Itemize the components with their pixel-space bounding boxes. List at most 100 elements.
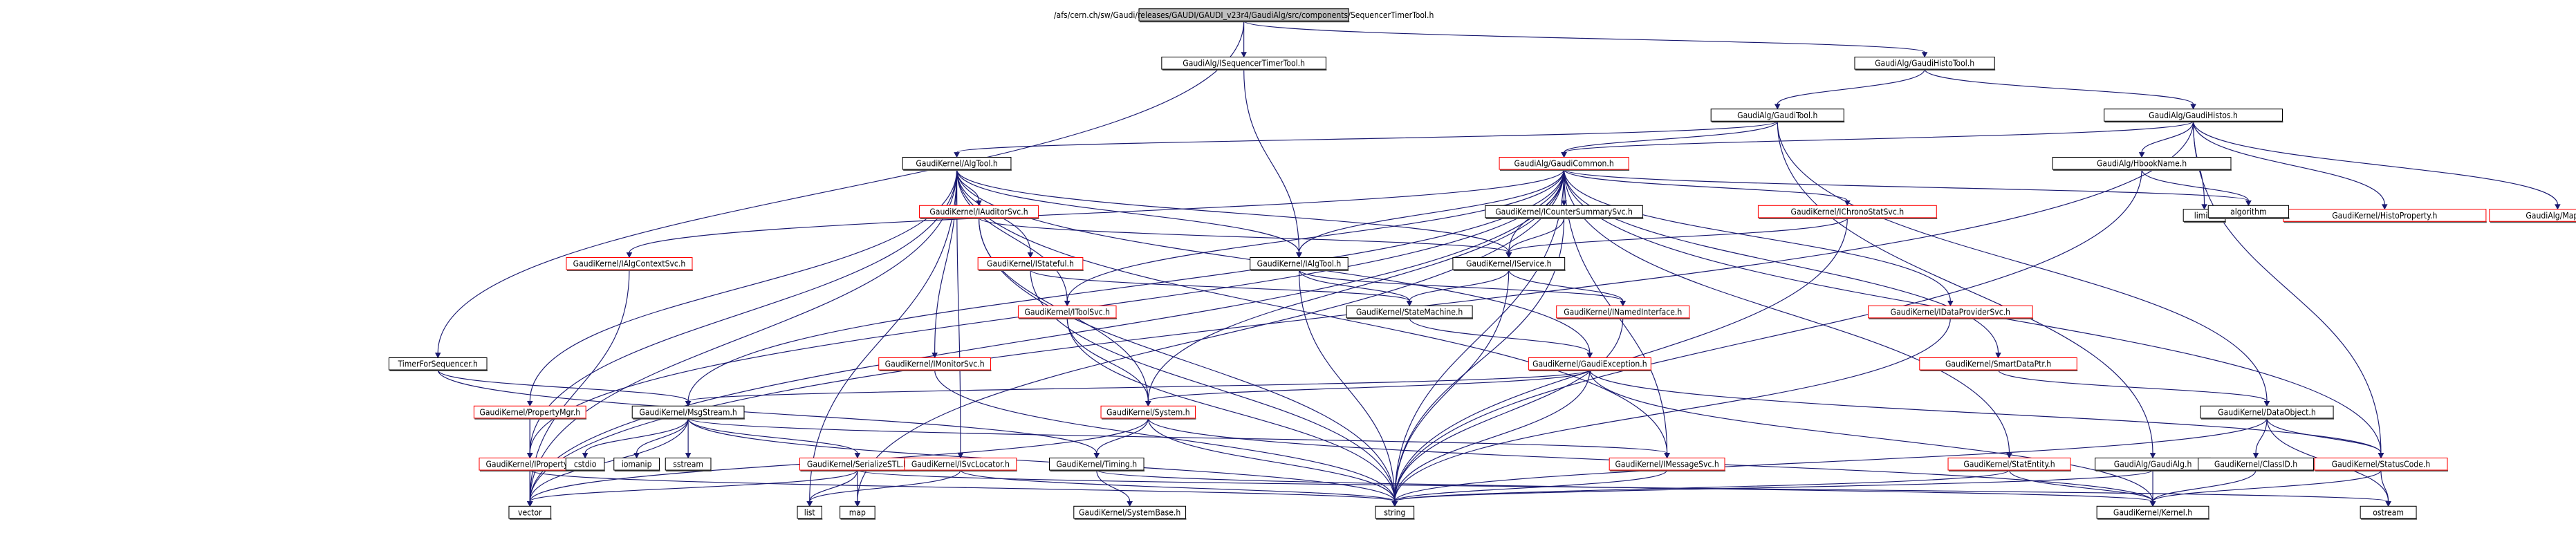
node-IChronoStatSvc[interactable]: GaudiKernel/IChronoStatSvc.h (1757, 205, 1938, 219)
arrowhead-icon (1620, 300, 1627, 307)
node-INamedInterface[interactable]: GaudiKernel/INamedInterface.h (1556, 305, 1690, 319)
node-IAlgContextSvc[interactable]: GaudiKernel/IAlgContextSvc.h (566, 256, 693, 272)
node-IToolSvc[interactable]: GaudiKernel/IToolSvc.h (1017, 305, 1117, 319)
node-Timing[interactable]: GaudiKernel/Timing.h (1049, 457, 1145, 471)
edge-IService-to-INamedInterface (1508, 269, 1624, 301)
node-label: GaudiKernel/AlgTool.h (916, 159, 997, 169)
node-ClassID[interactable]: GaudiKernel/ClassID.h (2198, 457, 2315, 471)
arrowhead-icon (1664, 453, 1670, 459)
edge-ISvcLocator-to-string (960, 469, 1396, 502)
edge-ICounterSummarySvc-to-IService (1508, 217, 1565, 253)
node-IStateful[interactable]: GaudiKernel/IStateful.h (977, 256, 1084, 272)
node-label: GaudiKernel/IChronoStatSvc.h (1791, 207, 1905, 217)
arrowhead-icon (1093, 453, 1100, 459)
edge-AlgTool-to-IMonitorSvc (934, 169, 958, 353)
node-DataObject[interactable]: GaudiKernel/DataObject.h (2200, 405, 2334, 420)
node-GaudiAlg[interactable]: GaudiAlg/GaudiAlg.h (2095, 457, 2212, 471)
node-cstdio[interactable]: cstdio (565, 457, 605, 471)
node-box (1161, 56, 1326, 70)
node-label: list (804, 508, 816, 518)
arrowhead-icon (1774, 104, 1781, 110)
node-SerializeSTL[interactable]: GaudiKernel/SerializeSTL.h (799, 457, 916, 471)
node-iomanip[interactable]: iomanip (613, 457, 660, 471)
node-sstream[interactable]: sstream (665, 457, 712, 471)
node-MsgStream[interactable]: GaudiKernel/MsgStream.h (631, 405, 745, 420)
node-box (1346, 305, 1473, 319)
edge-IAuditorSvc-to-IService (978, 217, 1510, 254)
node-box (1757, 205, 1937, 218)
node-HistoProperty[interactable]: GaudiKernel/HistoProperty.h (2283, 209, 2487, 223)
node-GaudiHistoTool[interactable]: GaudiAlg/GaudiHistoTool.h (1854, 56, 1996, 71)
node-PropertyMgr[interactable]: GaudiKernel/PropertyMgr.h (473, 405, 587, 420)
edge-GaudiCommon-to-IDataProviderSvc (1564, 169, 1951, 301)
node-Maps[interactable]: GaudiAlg/Maps.h (2489, 209, 2576, 223)
arrowhead-icon (2263, 400, 2270, 407)
edge-DataObject-to-StatusCode (2266, 418, 2382, 454)
node-IDataProviderSvc[interactable]: GaudiKernel/IDataProviderSvc.h (1868, 305, 2034, 319)
node-IProperty[interactable]: GaudiKernel/IProperty.h (479, 457, 582, 471)
node-IService[interactable]: GaudiKernel/IService.h (1452, 256, 1566, 272)
node-map[interactable]: map (840, 505, 876, 520)
node-StatusCode[interactable]: GaudiKernel/StatusCode.h (2314, 457, 2448, 471)
node-algorithm[interactable]: algorithm (2207, 205, 2290, 219)
node-GaudiTool[interactable]: GaudiAlg/GaudiTool.h (1710, 109, 1845, 123)
node-string[interactable]: string (1375, 505, 1415, 520)
node-GaudiException[interactable]: GaudiKernel/GaudiException.h (1528, 357, 1652, 371)
node-label: GaudiKernel/GaudiException.h (1532, 359, 1647, 369)
node-SmartDataPtr[interactable]: GaudiKernel/SmartDataPtr.h (1919, 357, 2078, 371)
node-box (1854, 56, 1995, 70)
arrowhead-icon (1391, 501, 1398, 507)
node-label: GaudiAlg/ISequencerTimerTool.h (1183, 59, 1305, 68)
node-box (797, 505, 822, 519)
node-Kernel[interactable]: GaudiKernel/Kernel.h (2096, 505, 2209, 520)
node-ISvcLocator[interactable]: GaudiKernel/ISvcLocator.h (904, 457, 1017, 471)
edge-IChronoStatSvc-to-IService (1508, 217, 1848, 254)
node-SystemBase[interactable]: GaudiKernel/SystemBase.h (1073, 505, 1187, 520)
edge-TimerForSequencer-to-Timing (437, 369, 1097, 454)
edge-IAlgTool-to-StateMachine (1298, 269, 1410, 301)
node-label: GaudiKernel/INamedInterface.h (1564, 308, 1682, 317)
node-vector[interactable]: vector (508, 505, 552, 520)
node-System[interactable]: GaudiKernel/System.h (1100, 405, 1196, 420)
node-label: GaudiKernel/ISvcLocator.h (911, 460, 1010, 469)
arrowhead-icon (526, 400, 533, 407)
edge-MsgStream-to-IMessageSvc (687, 418, 1668, 454)
node-IAlgTool[interactable]: GaudiKernel/IAlgTool.h (1250, 256, 1349, 272)
node-box (919, 205, 1039, 218)
arrowhead-icon (1586, 353, 1593, 359)
edge-GaudiTool-to-AlgTool (956, 120, 1778, 153)
node-label: cstdio (574, 460, 597, 469)
node-AlgTool[interactable]: GaudiKernel/AlgTool.h (902, 156, 1012, 171)
node-list[interactable]: list (797, 505, 823, 520)
arrowhead-icon (1844, 200, 1851, 207)
node-HbookName[interactable]: GaudiAlg/HbookName.h (2052, 156, 2232, 171)
arrowhead-icon (854, 501, 861, 507)
edge-root-to-TimerForSequencer (437, 21, 1245, 353)
node-ISequencerTimerTool[interactable]: GaudiAlg/ISequencerTimerTool.h (1161, 56, 1327, 71)
arrowhead-icon (2555, 204, 2561, 210)
node-GaudiCommon[interactable]: GaudiAlg/GaudiCommon.h (1499, 156, 1630, 171)
node-ostream[interactable]: ostream (2360, 505, 2417, 520)
edge-GaudiHistos-to-Maps (2192, 121, 2558, 205)
nodes-layer: /afs/cern.ch/sw/Gaudi/releases/GAUDI/GAU… (388, 8, 2576, 520)
node-box (1100, 405, 1196, 419)
node-root[interactable]: /afs/cern.ch/sw/Gaudi/releases/GAUDI/GAU… (1054, 8, 1434, 23)
node-IAuditorSvc[interactable]: GaudiKernel/IAuditorSvc.h (919, 205, 1039, 219)
node-IMonitorSvc[interactable]: GaudiKernel/IMonitorSvc.h (878, 357, 992, 371)
edge-StatusCode-to-ostream (2380, 470, 2389, 502)
edge-GaudiException-to-Kernel (1589, 370, 2153, 502)
node-label: GaudiKernel/IAuditorSvc.h (929, 207, 1028, 217)
node-box (473, 405, 586, 419)
node-box (904, 457, 1017, 471)
node-ICounterSummarySvc[interactable]: GaudiKernel/ICounterSummarySvc.h (1485, 205, 1644, 219)
node-StatEntity[interactable]: GaudiKernel/StatEntity.h (1947, 457, 2071, 471)
arrowhead-icon (2006, 453, 2012, 459)
node-StateMachine[interactable]: GaudiKernel/StateMachine.h (1346, 305, 1474, 319)
node-IMessageSvc[interactable]: GaudiKernel/IMessageSvc.h (1609, 457, 1725, 471)
node-GaudiHistos[interactable]: GaudiAlg/GaudiHistos.h (2104, 109, 2283, 123)
edge-IAlgTool-to-INamedInterface (1298, 269, 1624, 301)
node-TimerForSequencer[interactable]: TimerForSequencer.h (388, 357, 488, 371)
node-label: GaudiKernel/StatusCode.h (2332, 460, 2431, 469)
node-box (1710, 109, 1844, 122)
edge-ISequencerTimerTool-to-IAlgTool (1243, 69, 1300, 253)
